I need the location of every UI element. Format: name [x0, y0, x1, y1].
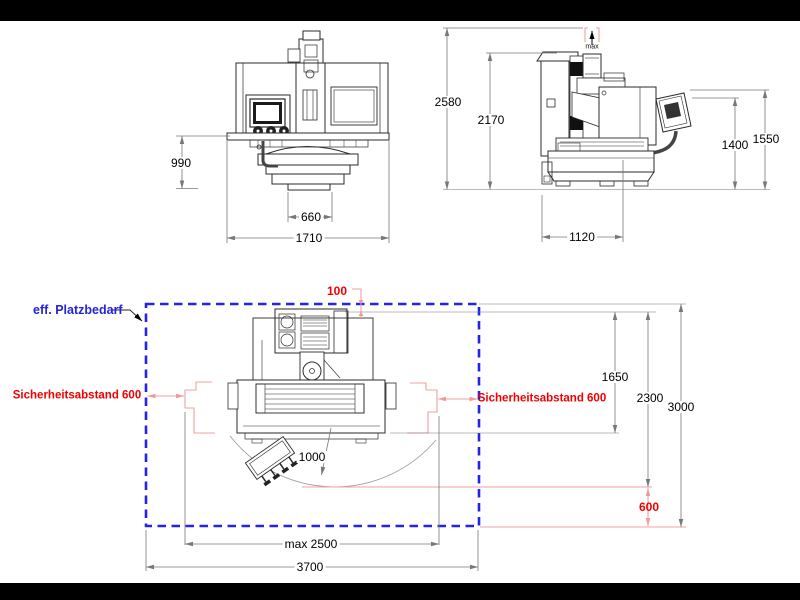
space-requirement-boundary [144, 302, 481, 528]
dim-label-2170: 2170 [475, 113, 507, 127]
dim-label-3700: 3700 [294, 560, 326, 574]
top-view-drawing [227, 308, 437, 488]
front-view-dimensions [176, 135, 390, 243]
dim-label-100: 100 [326, 284, 348, 298]
side-view-drawing [536, 51, 692, 187]
dim-label-1120: 1120 [567, 230, 597, 244]
safety-distance-label-right: Sicherheitsabstand 600 [477, 392, 607, 405]
space-requirement-leader [109, 309, 143, 322]
dim-label-1650: 1650 [599, 370, 631, 384]
dim-label-1550: 1550 [750, 132, 782, 146]
max-travel-label: max [585, 43, 599, 51]
top-view-dimensions [145, 303, 686, 571]
dim-label-660: 660 [298, 210, 324, 224]
dim-label-600: 600 [638, 500, 660, 514]
dim-label-2580: 2580 [432, 95, 464, 109]
dim-label-max-2500: max 2500 [282, 537, 340, 551]
dim-label-1400: 1400 [719, 138, 751, 152]
space-requirement-label: eff. Platzbedarf [33, 302, 123, 317]
safety-distance-contours [147, 288, 686, 528]
dim-label-1710: 1710 [293, 231, 325, 245]
dim-label-1000: 1000 [296, 450, 328, 464]
front-view-drawing [226, 30, 390, 191]
dim-label-2300: 2300 [634, 391, 666, 405]
max-travel-indicator [584, 27, 600, 45]
bottom-letterbox-bar [0, 583, 800, 600]
dim-label-3000: 3000 [665, 400, 697, 414]
safety-distance-label-left: Sicherheitsabstand 600 [12, 389, 142, 402]
top-letterbox-bar [0, 0, 800, 21]
dim-label-990: 990 [168, 156, 194, 170]
